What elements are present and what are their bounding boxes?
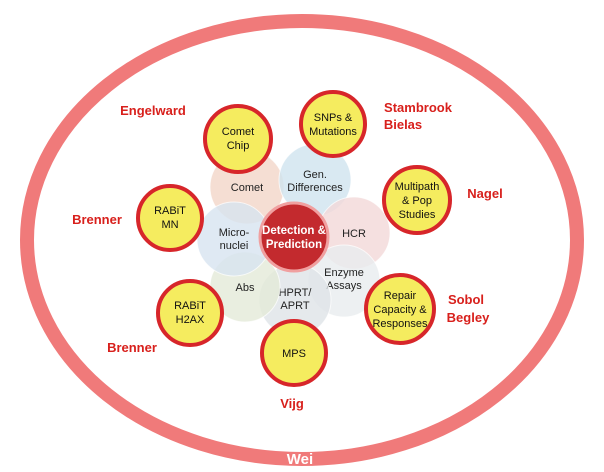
- investigator-sobol: Sobol: [448, 292, 484, 307]
- assay-multipath-pop-studies: Multipath & Pop Studies: [382, 165, 452, 235]
- method-enzyme-assays-line-1: Enzyme: [324, 267, 364, 279]
- assay-snps-mutations-line-2: Mutations: [309, 126, 357, 138]
- method-hprt-aprt-line-2: APRT: [280, 300, 309, 312]
- assay-snps-mutations: SNPs & Mutations: [299, 90, 367, 158]
- hub-line-1: Detection &: [262, 225, 326, 237]
- investigator-vijg: Vijg: [280, 396, 304, 411]
- investigator-brenner-left: Brenner: [72, 212, 122, 227]
- assay-repair-line-1: Repair: [384, 290, 417, 302]
- investigator-brenner-bottom: Brenner: [107, 340, 157, 355]
- investigator-engelward: Engelward: [120, 103, 186, 118]
- hub-detection-prediction: Detection & Prediction: [258, 201, 330, 273]
- assay-multipath-line-2: & Pop: [402, 195, 432, 207]
- method-gen-differences-line-1: Gen.: [303, 169, 327, 181]
- assay-repair-capacity-responses: Repair Capacity & Responses: [364, 273, 436, 345]
- method-hcr-line-1: HCR: [342, 228, 366, 240]
- assay-rabit-mn: RABiT MN: [136, 184, 204, 252]
- assay-rabit-mn-line-1: RABiT: [154, 205, 186, 217]
- method-micronuclei: Micro- nuclei: [196, 201, 272, 277]
- assay-rabit-h2ax: RABiT H2AX: [156, 279, 224, 347]
- assay-mps-line-1: MPS: [282, 348, 306, 360]
- assay-rabit-h2ax-line-1: RABiT: [174, 300, 206, 312]
- method-gen-differences-line-2: Differences: [287, 182, 343, 194]
- investigator-stambrook: Stambrook: [384, 100, 453, 115]
- method-abs-line-1: Abs: [236, 282, 255, 294]
- method-gen-differences: Gen. Differences: [278, 143, 352, 217]
- method-micronuclei-line-1: Micro-: [219, 227, 250, 239]
- method-hprt-aprt-line-1: HPRT/: [279, 287, 313, 299]
- assay-multipath-line-3: Studies: [399, 209, 436, 221]
- assay-multipath-line-1: Multipath: [395, 181, 440, 193]
- method-comet-line-1: Comet: [231, 182, 263, 194]
- assay-rabit-mn-line-2: MN: [161, 219, 178, 231]
- investigator-nagel: Nagel: [467, 186, 502, 201]
- method-micronuclei-line-2: nuclei: [220, 240, 249, 252]
- assay-repair-line-3: Responses: [372, 318, 428, 330]
- hub-line-2: Prediction: [266, 239, 322, 251]
- investigator-bielas: Bielas: [384, 117, 422, 132]
- assay-snps-mutations-line-1: SNPs &: [314, 112, 353, 124]
- method-enzyme-assays-line-2: Assays: [326, 280, 362, 292]
- ring-label-right: Hu: [540, 212, 557, 232]
- assay-comet-chip-line-1: Comet: [222, 126, 254, 138]
- assay-comet-chip: Comet Chip: [203, 104, 273, 174]
- assay-comet-chip-line-2: Chip: [227, 140, 250, 152]
- ring-label-bottom: Wei: [287, 451, 313, 468]
- outer-ring: [20, 14, 584, 466]
- assay-mps: MPS: [260, 319, 328, 387]
- ring-label-left: Terry: [46, 221, 63, 258]
- assay-rabit-h2ax-line-2: H2AX: [176, 314, 205, 326]
- assay-repair-line-2: Capacity &: [373, 304, 427, 316]
- investigator-begley: Begley: [447, 310, 490, 325]
